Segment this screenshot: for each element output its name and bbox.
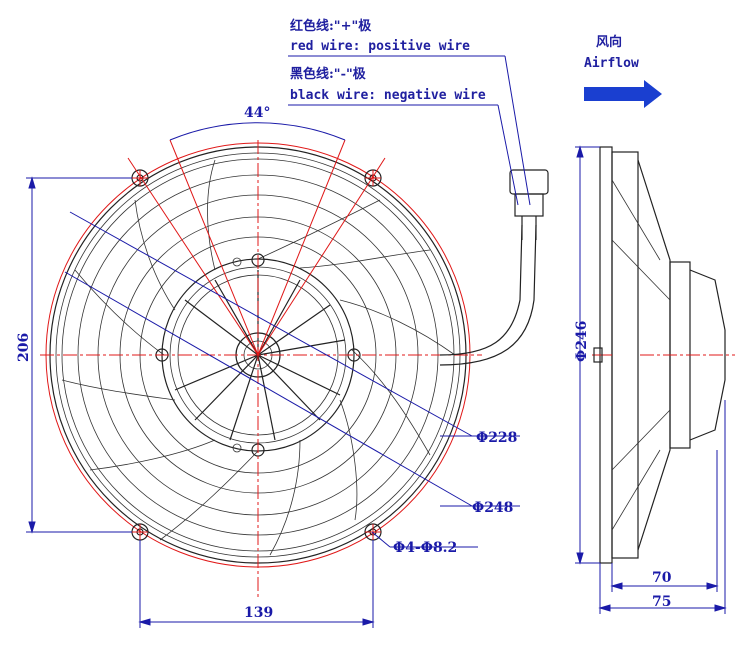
dim-139 bbox=[138, 540, 375, 628]
airflow-cn: 风向 bbox=[596, 34, 622, 50]
width-139-label: 139 bbox=[244, 605, 273, 621]
depth-70-label: 70 bbox=[652, 570, 672, 586]
wire-harness bbox=[439, 169, 549, 366]
holes-label: Φ4-Φ8.2 bbox=[393, 540, 457, 556]
dim-206 bbox=[26, 176, 132, 534]
wire-leaders bbox=[288, 55, 531, 206]
dia-248-label: Φ248 bbox=[472, 500, 513, 516]
dia-228-label: Φ228 bbox=[476, 430, 517, 446]
height-206-label: 206 bbox=[16, 333, 32, 362]
airflow-en: Airflow bbox=[584, 56, 639, 71]
side-dia-246-label: Φ246 bbox=[574, 321, 590, 362]
side-view: Φ246 70 75 bbox=[574, 145, 735, 614]
red-wire-en: red wire: positive wire bbox=[290, 39, 470, 54]
depth-75-label: 75 bbox=[652, 594, 671, 610]
dim-246 bbox=[575, 145, 600, 565]
red-wire-cn: 红色线:"+"极 bbox=[290, 18, 372, 34]
dim-depth bbox=[598, 400, 727, 614]
blades bbox=[61, 159, 456, 556]
black-wire-cn: 黑色线:"-"极 bbox=[290, 66, 367, 82]
angle-label: 44° bbox=[244, 105, 270, 121]
diameter-leaders bbox=[64, 211, 520, 548]
centerlines bbox=[40, 139, 482, 600]
front-view: 44° 206 Φ228 Φ248 Φ4-Φ8.2 bbox=[16, 55, 549, 628]
black-wire-en: black wire: negative wire bbox=[290, 88, 486, 103]
airflow-arrow-icon bbox=[584, 80, 662, 108]
